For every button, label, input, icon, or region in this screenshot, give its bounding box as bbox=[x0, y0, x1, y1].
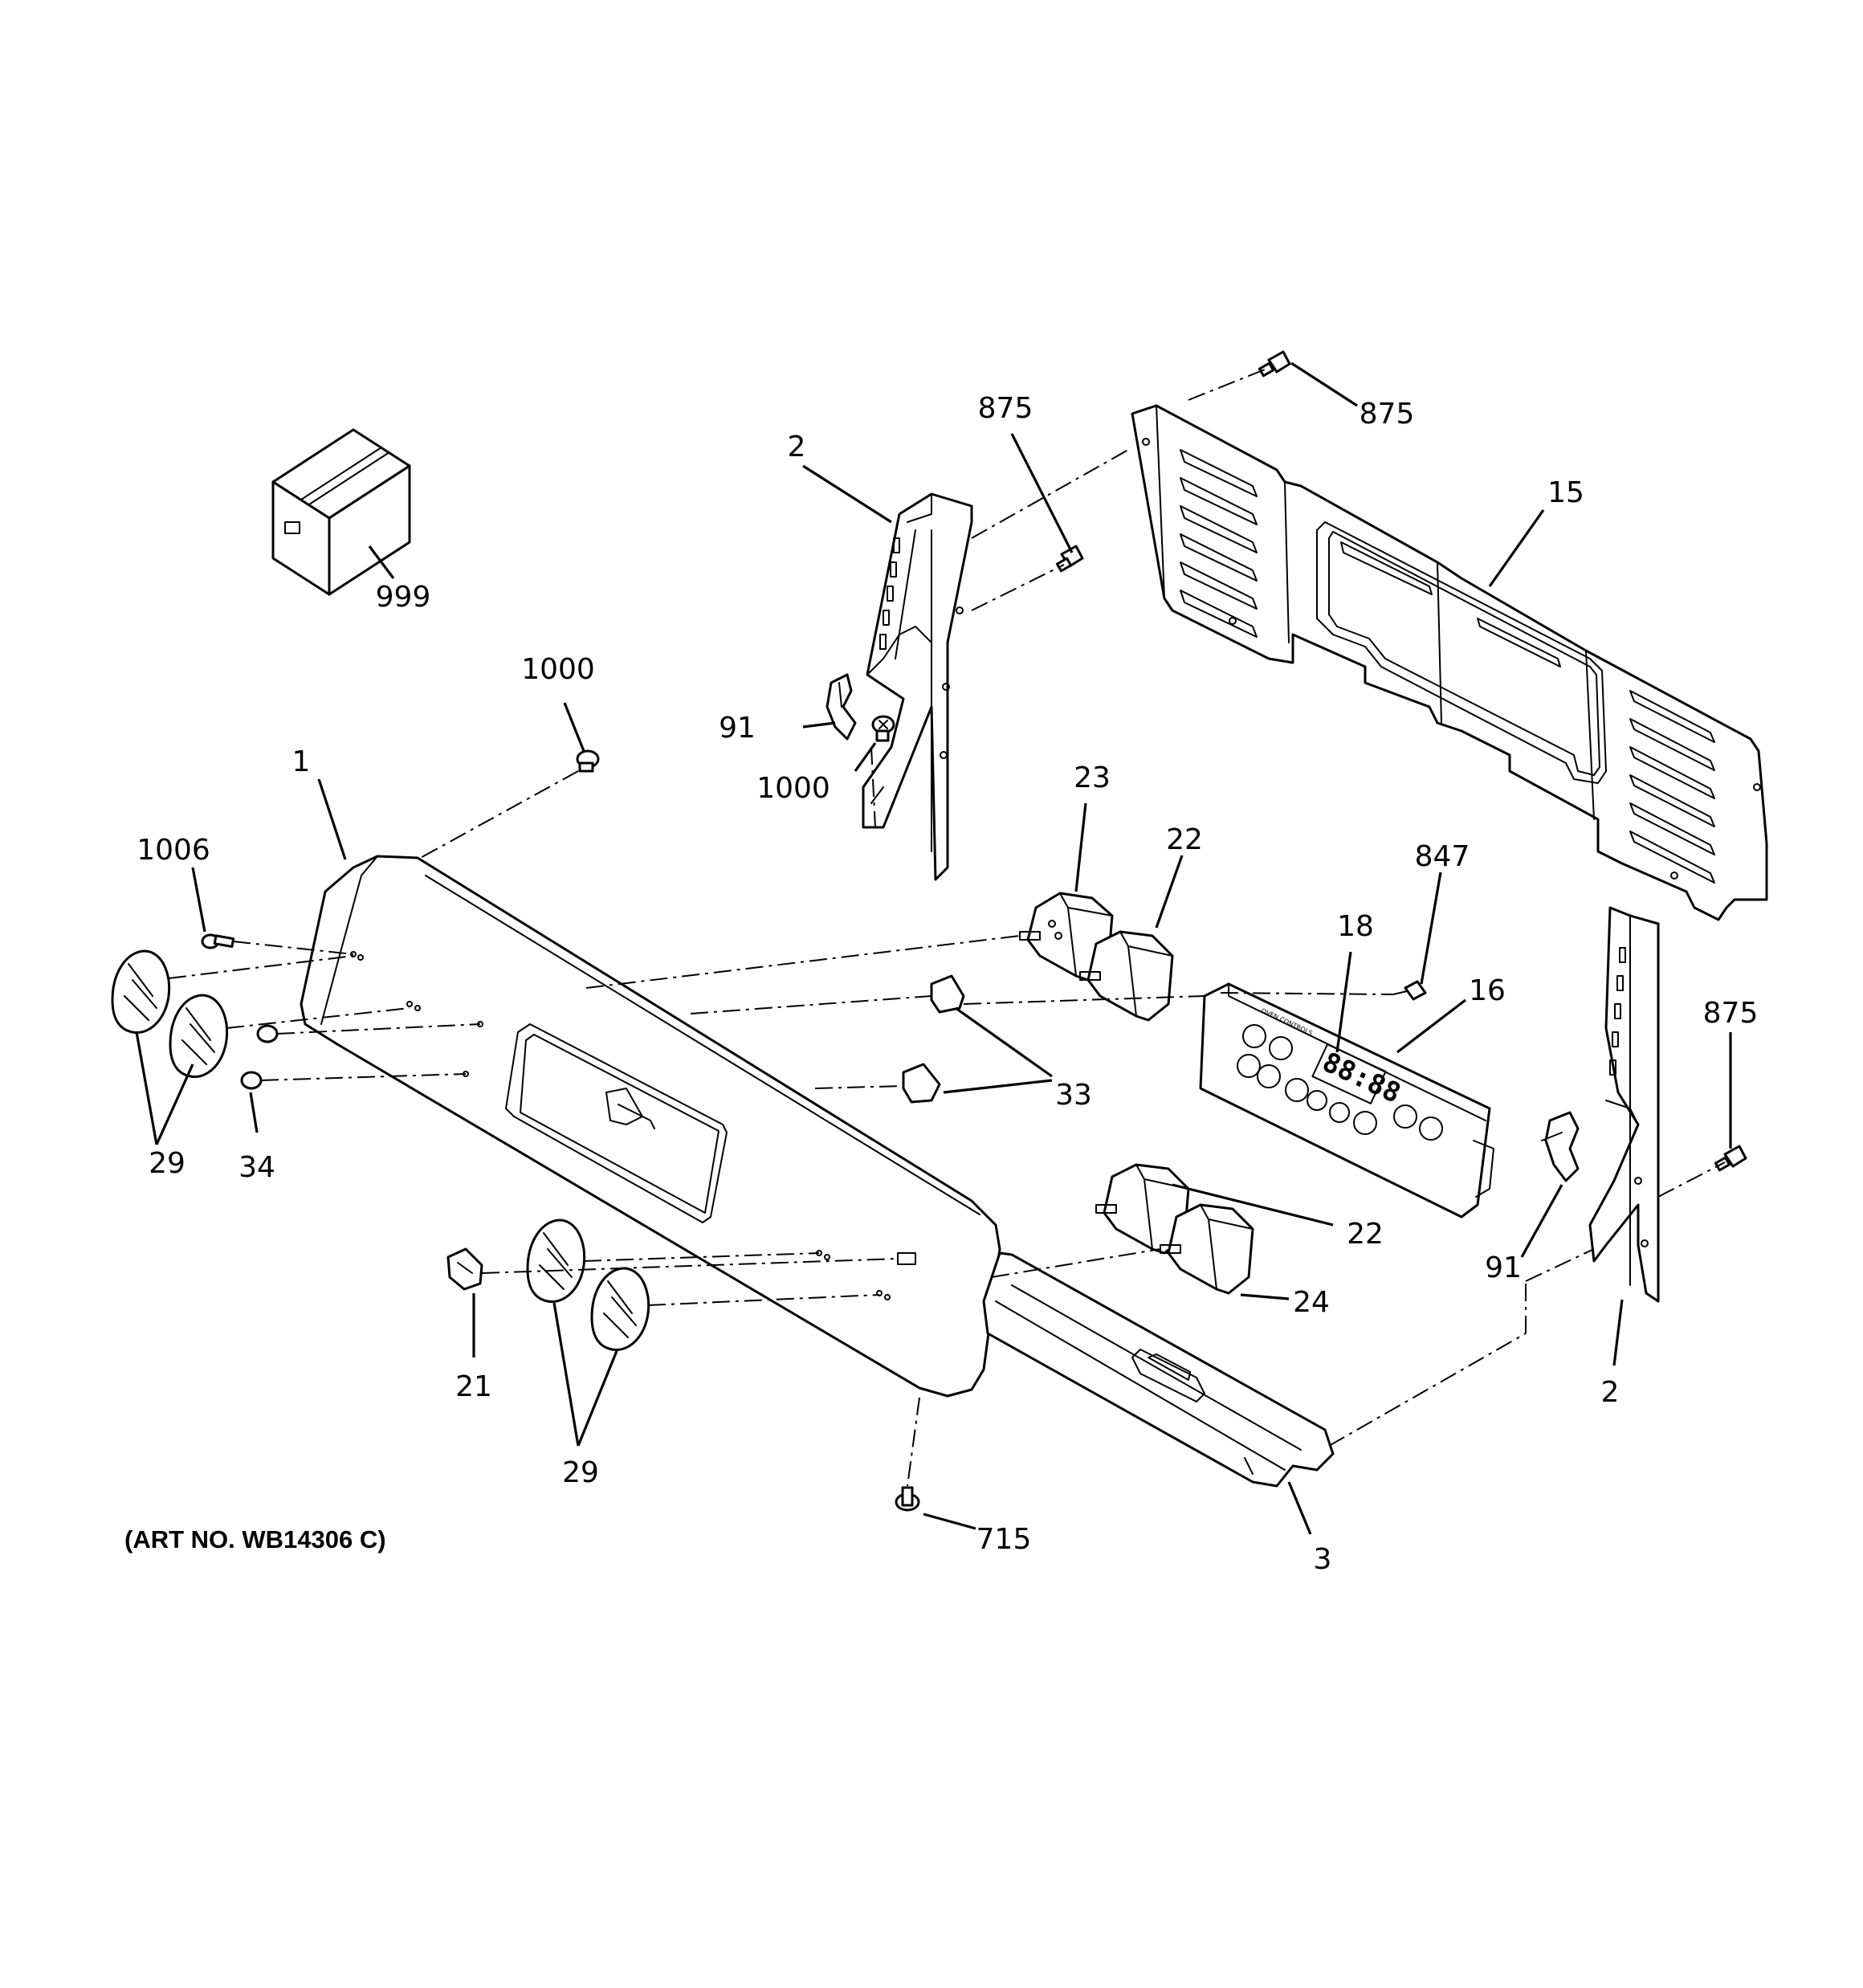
part-29-knob-2 bbox=[169, 994, 229, 1079]
part-875-screw-top bbox=[1258, 350, 1291, 378]
part-1000-screw-top bbox=[576, 749, 600, 773]
part-29-knob-3 bbox=[526, 1219, 586, 1304]
callout-2-top: 2 bbox=[788, 431, 806, 463]
key-kitchen-timer bbox=[1393, 1104, 1417, 1129]
callout-999: 999 bbox=[376, 581, 431, 614]
part-21-switch bbox=[446, 1247, 483, 1291]
part-875-screw-right bbox=[1714, 1145, 1747, 1172]
key-broil bbox=[1237, 1054, 1261, 1078]
callout-29-bottom: 29 bbox=[562, 1456, 599, 1489]
key-cook-time bbox=[1285, 1078, 1309, 1102]
part-2-right-endcap bbox=[1588, 906, 1660, 1303]
callout-1000-mid: 1000 bbox=[756, 772, 830, 805]
callout-875-right: 875 bbox=[1703, 997, 1759, 1030]
part-33-lamp-top bbox=[930, 974, 965, 1014]
part-3-trim bbox=[982, 1251, 1335, 1488]
key-plus bbox=[1307, 1090, 1327, 1111]
key-clear-off bbox=[1257, 1064, 1281, 1088]
callout-labels: 999 2 875 875 15 1000 91 1000 1 23 22 84… bbox=[137, 392, 1758, 1576]
callout-1: 1 bbox=[292, 745, 311, 778]
callout-21: 21 bbox=[455, 1370, 492, 1403]
callout-91-left: 91 bbox=[719, 712, 756, 745]
callout-18: 18 bbox=[1337, 910, 1374, 943]
part-16-electronic-control: OVEN CONTROLS 88:88 bbox=[1199, 982, 1494, 1219]
part-715-screw bbox=[895, 1486, 920, 1512]
part-1000-screw-mid bbox=[871, 715, 895, 742]
part-91-left-bracket bbox=[826, 673, 857, 741]
callout-16: 16 bbox=[1469, 974, 1506, 1007]
callout-875-mid: 875 bbox=[978, 392, 1033, 425]
part-15-back-panel bbox=[1131, 404, 1768, 921]
callout-91-right: 91 bbox=[1485, 1251, 1522, 1284]
callout-1000-top: 1000 bbox=[521, 653, 595, 686]
part-1-control-panel bbox=[300, 855, 1001, 1398]
part-29-knob-1 bbox=[111, 949, 171, 1035]
callout-22-bottom: 22 bbox=[1347, 1218, 1384, 1251]
key-bake bbox=[1242, 1024, 1266, 1048]
part-2-left-endcap bbox=[862, 492, 973, 881]
part-999-carton bbox=[271, 428, 411, 596]
part-33-lamp-bottom bbox=[902, 1063, 941, 1104]
callout-2-right: 2 bbox=[1601, 1376, 1620, 1409]
callout-34: 34 bbox=[238, 1151, 275, 1184]
part-847-screw bbox=[1392, 980, 1427, 1001]
callout-1006: 1006 bbox=[137, 834, 210, 867]
key-minus bbox=[1329, 1102, 1350, 1123]
callout-33: 33 bbox=[1055, 1079, 1092, 1112]
part-24-infinite-switch bbox=[1160, 1203, 1254, 1295]
callout-22-top: 22 bbox=[1166, 823, 1203, 856]
key-clock bbox=[1419, 1116, 1443, 1141]
callout-29-left: 29 bbox=[149, 1147, 185, 1180]
part-29-knob-4 bbox=[590, 1267, 650, 1352]
key-oven-light bbox=[1353, 1111, 1377, 1135]
callout-24: 24 bbox=[1293, 1286, 1330, 1319]
callout-847: 847 bbox=[1415, 840, 1470, 873]
callout-leaders bbox=[135, 361, 1732, 1535]
callout-3: 3 bbox=[1314, 1543, 1332, 1576]
callout-23: 23 bbox=[1074, 761, 1111, 794]
part-22-infinite-switch-top bbox=[1079, 930, 1174, 1022]
art-number: (ART NO. WB14306 C) bbox=[124, 1525, 386, 1553]
callout-715: 715 bbox=[976, 1523, 1032, 1556]
part-34-knob-stop-1 bbox=[256, 1024, 279, 1043]
callout-875-top: 875 bbox=[1360, 398, 1415, 431]
part-91-right-bracket bbox=[1541, 1111, 1580, 1182]
callout-15: 15 bbox=[1547, 476, 1584, 509]
part-1006-screw bbox=[201, 933, 235, 949]
key-start-on bbox=[1269, 1036, 1293, 1060]
part-34-knob-stop-2 bbox=[240, 1071, 263, 1090]
assembly-lines bbox=[168, 367, 1726, 1487]
